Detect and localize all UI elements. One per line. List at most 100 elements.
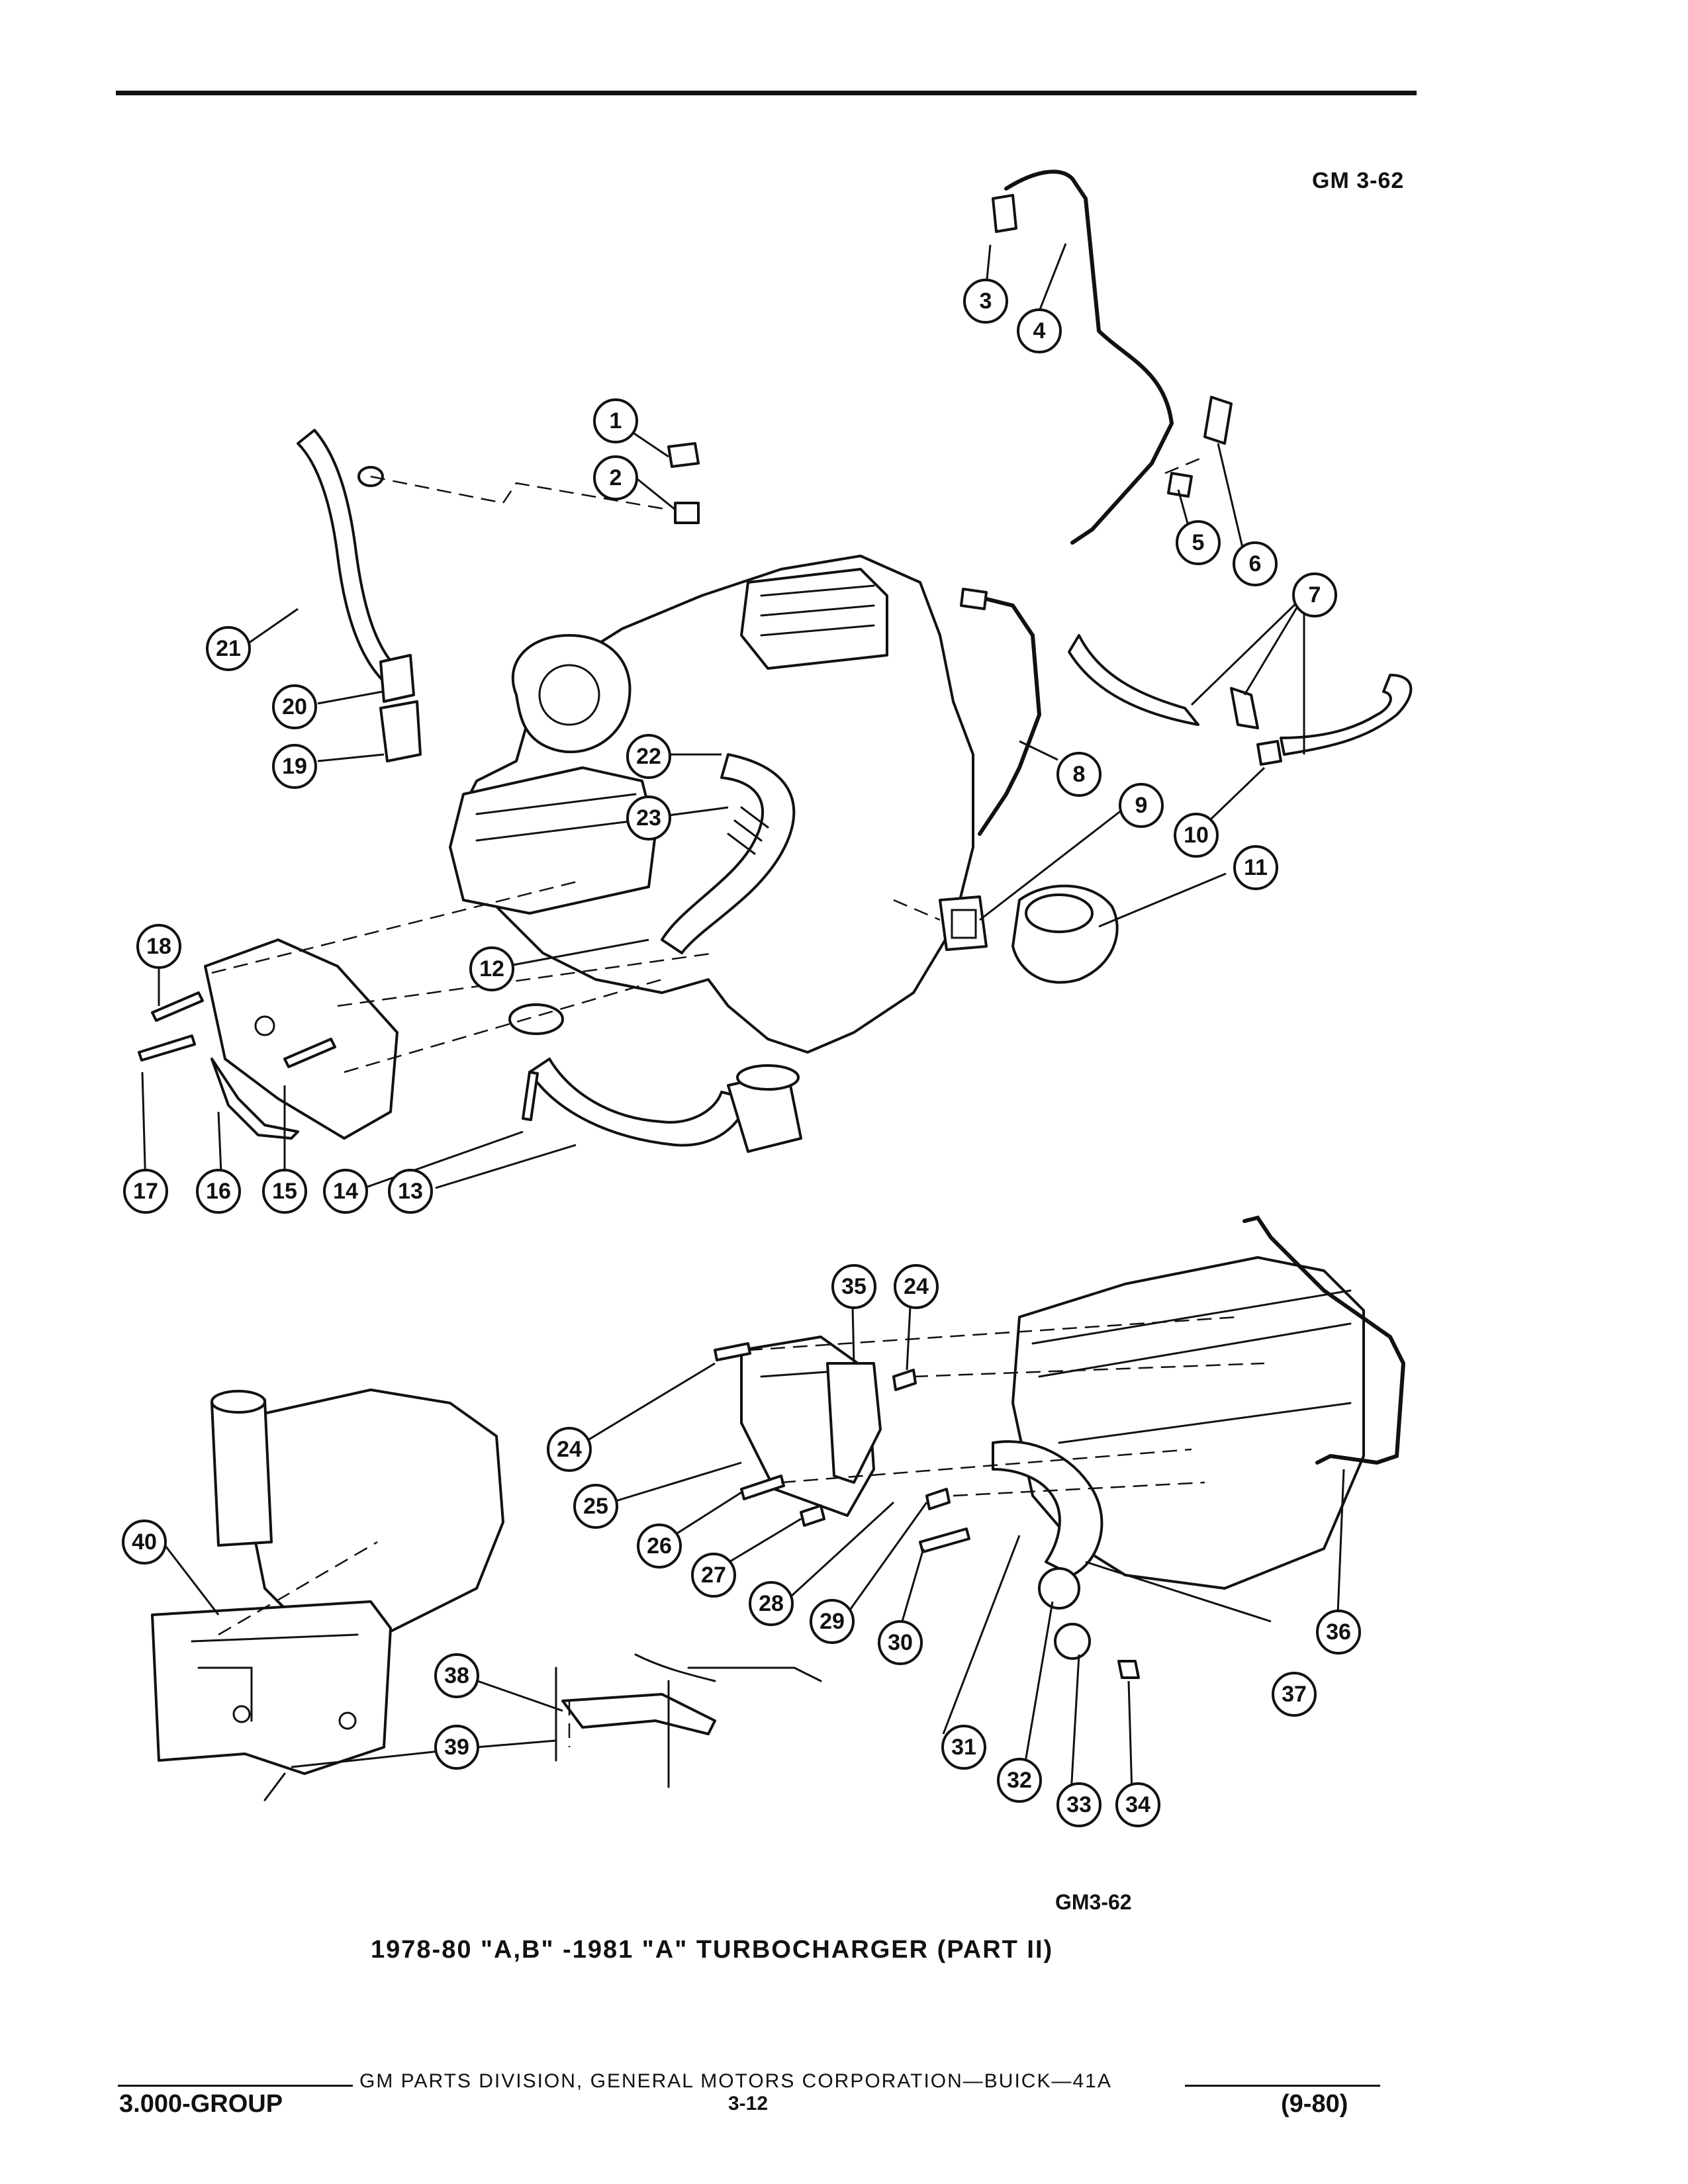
callout-1: 1 — [593, 398, 638, 443]
svg-text:11: 11 — [1244, 855, 1268, 880]
bolt-30 — [919, 1527, 970, 1553]
svg-text:18: 18 — [146, 934, 171, 959]
callout-19: 19 — [272, 744, 317, 789]
clamp-19 — [379, 700, 422, 762]
callout-14: 14 — [323, 1169, 368, 1214]
bolt-18 — [151, 991, 204, 1022]
bolt-17 — [138, 1034, 196, 1062]
pipe-36 — [1243, 1215, 1406, 1465]
footer-rule-right — [1185, 2085, 1380, 2087]
footer-page-number: 3-12 — [728, 2093, 769, 2115]
pipe-8 — [971, 594, 1042, 836]
gasket-9 — [939, 895, 988, 951]
callout-5: 5 — [1176, 520, 1221, 565]
svg-text:21: 21 — [216, 636, 241, 661]
plenum — [740, 568, 888, 670]
svg-text:23: 23 — [636, 805, 661, 831]
exhaust-outlet — [992, 1440, 1103, 1576]
callout-8: 8 — [1056, 752, 1102, 797]
svg-text:28: 28 — [759, 1591, 784, 1616]
svg-text:38: 38 — [444, 1663, 469, 1688]
fitting-3 — [992, 194, 1017, 233]
lower-engine-assembly — [151, 1215, 1406, 1801]
bracket-38 — [561, 1693, 716, 1735]
header-rule — [116, 91, 1417, 95]
callout-17: 17 — [123, 1169, 168, 1214]
svg-text:36: 36 — [1326, 1619, 1351, 1645]
hose-7a — [1068, 634, 1199, 726]
callout-28: 28 — [749, 1581, 794, 1626]
heat-shield-40 — [151, 1600, 392, 1775]
callout-29: 29 — [810, 1599, 855, 1644]
callout-13: 13 — [388, 1169, 433, 1214]
callout-markers: 1 2 3 4 5 6 7 8 9 10 11 12 13 14 15 16 1… — [122, 279, 1361, 1827]
callout-40: 40 — [122, 1520, 167, 1565]
callout-39: 39 — [434, 1725, 479, 1770]
upper-engine-assembly — [138, 169, 1413, 1153]
flange-32 — [1038, 1567, 1080, 1610]
figure-ref-code-bottom: GM3-62 — [1055, 1890, 1132, 1914]
turbocharger-housing — [511, 634, 632, 754]
footer-group: 3.000-GROUP — [119, 2090, 283, 2118]
figure-ref-code-top: GM 3-62 — [1312, 168, 1405, 193]
bolt-24b — [892, 1369, 917, 1391]
pipe-flange — [508, 1003, 564, 1035]
valve-cover — [449, 766, 657, 915]
bolt-26 — [740, 1475, 785, 1500]
svg-text:30: 30 — [888, 1630, 913, 1655]
callout-27: 27 — [691, 1553, 736, 1598]
fitting-10 — [1256, 740, 1282, 766]
svg-text:40: 40 — [132, 1529, 157, 1555]
bolt-27 — [800, 1504, 825, 1527]
callout-4: 4 — [1017, 308, 1062, 353]
footer-date-code: (9-80) — [1281, 2090, 1348, 2118]
callout-34: 34 — [1115, 1782, 1160, 1827]
callout-23: 23 — [626, 796, 671, 841]
svg-text:7: 7 — [1309, 582, 1321, 608]
figure-title: 1978-80 "A,B" -1981 "A" TURBOCHARGER (PA… — [371, 1936, 1054, 1964]
svg-text:1: 1 — [610, 408, 622, 433]
exhaust-elbow — [661, 753, 796, 954]
svg-text:39: 39 — [444, 1735, 469, 1760]
callout-18: 18 — [136, 924, 181, 969]
gasket-33 — [1054, 1623, 1091, 1660]
callout-26: 26 — [637, 1524, 682, 1569]
svg-text:34: 34 — [1125, 1792, 1150, 1817]
callout-36: 36 — [1316, 1610, 1361, 1655]
callout-16: 16 — [196, 1169, 241, 1214]
svg-text:14: 14 — [333, 1179, 358, 1204]
callout-10: 10 — [1174, 813, 1219, 858]
callout-37: 37 — [1272, 1672, 1317, 1717]
nut-34 — [1117, 1660, 1140, 1679]
svg-text:9: 9 — [1135, 793, 1148, 818]
svg-text:37: 37 — [1282, 1682, 1307, 1707]
svg-text:8: 8 — [1073, 762, 1086, 787]
callout-35: 35 — [831, 1264, 876, 1309]
callout-22: 22 — [626, 734, 671, 779]
svg-text:22: 22 — [636, 744, 661, 769]
svg-text:20: 20 — [282, 694, 307, 719]
svg-text:32: 32 — [1007, 1768, 1032, 1793]
svg-text:13: 13 — [398, 1179, 423, 1204]
svg-text:24: 24 — [904, 1274, 929, 1299]
fitting-5 — [1167, 472, 1193, 498]
callout-7: 7 — [1292, 572, 1337, 617]
bolt-15 — [283, 1038, 336, 1068]
callout-15: 15 — [262, 1169, 307, 1214]
svg-text:4: 4 — [1033, 318, 1046, 343]
svg-text:15: 15 — [272, 1179, 297, 1204]
bracket-35 — [826, 1362, 882, 1484]
svg-text:25: 25 — [583, 1494, 608, 1519]
hose-7c — [1280, 674, 1413, 756]
callout-24-top: 24 — [894, 1264, 939, 1309]
footer-publisher: GM PARTS DIVISION, GENERAL MOTORS CORPOR… — [359, 2070, 1112, 2092]
fitting-6 — [1203, 396, 1233, 445]
svg-text:29: 29 — [820, 1609, 845, 1634]
fitting-1 — [667, 442, 700, 468]
callout-6: 6 — [1233, 541, 1278, 586]
svg-text:12: 12 — [479, 956, 504, 981]
bolt-24a — [714, 1342, 751, 1361]
footer-rule-left — [118, 2085, 353, 2087]
svg-text:35: 35 — [841, 1274, 867, 1299]
